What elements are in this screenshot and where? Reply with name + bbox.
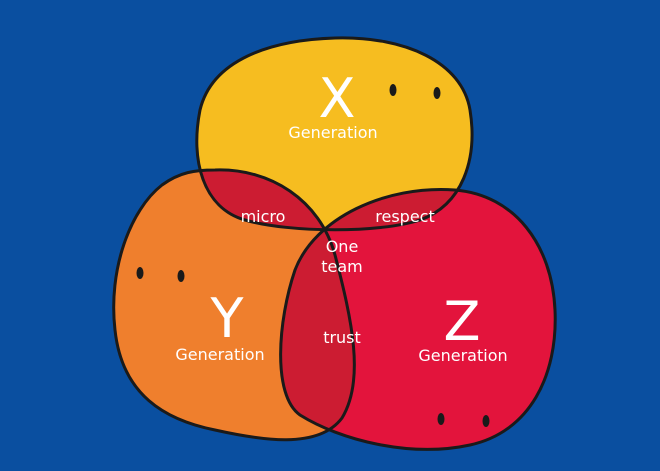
center-label-line1: One	[326, 237, 359, 256]
center-label-line2: team	[321, 257, 363, 276]
y-letter: Y	[210, 287, 245, 350]
overlap-xz-label: respect	[375, 207, 434, 226]
y-blob-eyes	[136, 267, 185, 282]
overlap-yz-label: trust	[323, 328, 361, 347]
z-generation-label: Generation	[418, 346, 507, 365]
z-letter: Z	[444, 290, 481, 353]
overlap-xy-label: micro	[241, 207, 286, 226]
z-blob-eyes	[437, 413, 490, 427]
x-generation-label: Generation	[288, 123, 377, 142]
x-blob-eyes	[389, 84, 441, 99]
x-letter: X	[319, 67, 356, 130]
y-generation-label: Generation	[175, 345, 264, 364]
